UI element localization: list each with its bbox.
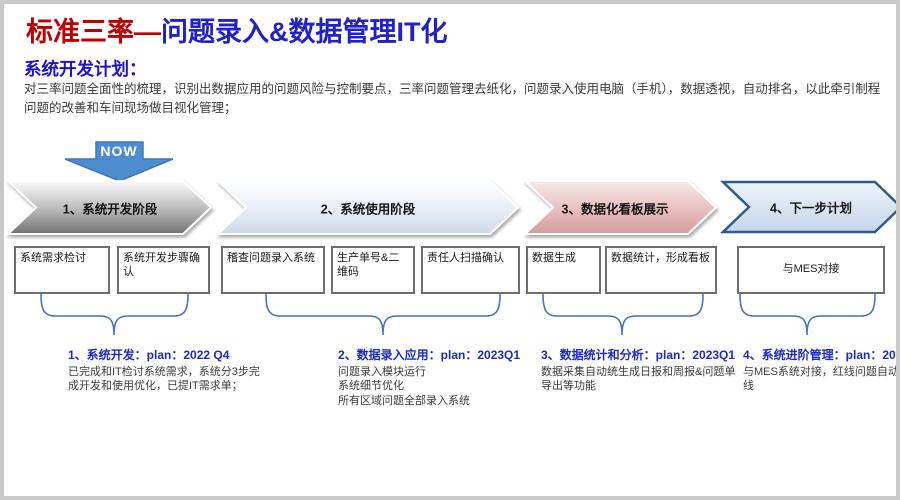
plan-note-1-line: 已完成和IT检讨系统需求，系统分3步完	[68, 366, 260, 378]
slide-graphics	[5, 141, 896, 336]
plan-note-2: 2、数据录入应用：plan：2023Q1 问题录入模块运行 系统细节优化 所有区…	[338, 346, 573, 408]
task-box-owner-scan-confirm: 责任人扫描确认	[421, 246, 520, 294]
stage-chevron-shape-1	[5, 180, 213, 235]
brace-group-4	[739, 293, 876, 336]
task-box-order-qrcode: 生产单号&二维码	[331, 246, 415, 294]
stage-label-4: 4、下一步计划	[770, 201, 852, 216]
task-box-mes-integration: 与MES对接	[737, 246, 885, 294]
plan-note-4-line: 与MES系统对接，红线问题自动锁	[743, 366, 900, 378]
task-box-data-stats-board: 数据统计，形成看板	[605, 246, 717, 294]
brace-group-3	[542, 293, 704, 336]
brace-group-1	[40, 293, 189, 336]
plan-note-2-line: 所有区域问题全部录入系统	[338, 394, 470, 407]
stage-label-2: 2、系统使用阶段	[320, 202, 416, 217]
plan-note-3: 3、数据统计和分析：plan：2023Q1 数据采集自动统生成日报和周报&问题单…	[541, 346, 761, 394]
plan-note-4: 4、系统进阶管理：plan：2023Q1 与MES系统对接，红线问题自动锁 线	[743, 346, 900, 394]
plan-note-2-line: 问题录入模块运行	[338, 366, 426, 378]
plan-note-1-title: 1、系统开发：plan：2022 Q4	[68, 348, 230, 362]
plan-note-4-line: 线	[743, 380, 754, 393]
intro-paragraph: 对三率问题全面性的梳理，识别出数据应用的问题风险与控制要点，三率问题管理去纸化，…	[24, 82, 881, 116]
task-box-system-requirement-review: 系统需求检讨	[14, 246, 110, 294]
now-arrow-shape	[64, 141, 174, 182]
stage-chevron-shape-2	[215, 180, 520, 235]
task-box-dev-steps-confirm: 系统开发步骤确认	[117, 246, 210, 294]
stage-chevron-shape-3	[522, 180, 718, 235]
plan-note-2-title: 2、数据录入应用：plan：2023Q1	[338, 348, 521, 362]
plan-note-3-line: 数据采集自动统生成日报和周报&问题单	[541, 366, 736, 378]
stage-chevron-shape-4	[719, 180, 896, 234]
plan-note-1-line: 成开发和使用优化，已提IT需求单；	[68, 380, 243, 393]
task-box-audit-entry-system: 稽查问题录入系统	[221, 246, 325, 294]
page-title-suffix: 问题录入&数据管理IT化	[161, 17, 448, 47]
brace-group-2	[265, 293, 501, 336]
plan-note-1: 1、系统开发：plan：2022 Q4 已完成和IT检讨系统需求，系统分3步完 …	[68, 346, 318, 394]
task-box-data-generation: 数据生成	[526, 246, 601, 294]
stage-label-3: 3、数据化看板展示	[561, 202, 669, 217]
plan-note-2-line: 系统细节优化	[338, 380, 404, 393]
plan-note-3-title: 3、数据统计和分析：plan：2023Q1	[541, 348, 736, 362]
now-marker-label: NOW	[100, 143, 138, 159]
page-title: 标准三率—问题录入&数据管理IT化	[26, 10, 448, 49]
page-title-prefix: 标准三率—	[26, 17, 161, 47]
plan-note-3-line: 导出等功能	[541, 380, 596, 393]
section-heading: 系统开发计划：	[24, 59, 147, 79]
stage-label-1: 1、系统开发阶段	[62, 202, 158, 217]
plan-note-4-title: 4、系统进阶管理：plan：2023Q1	[743, 348, 896, 362]
